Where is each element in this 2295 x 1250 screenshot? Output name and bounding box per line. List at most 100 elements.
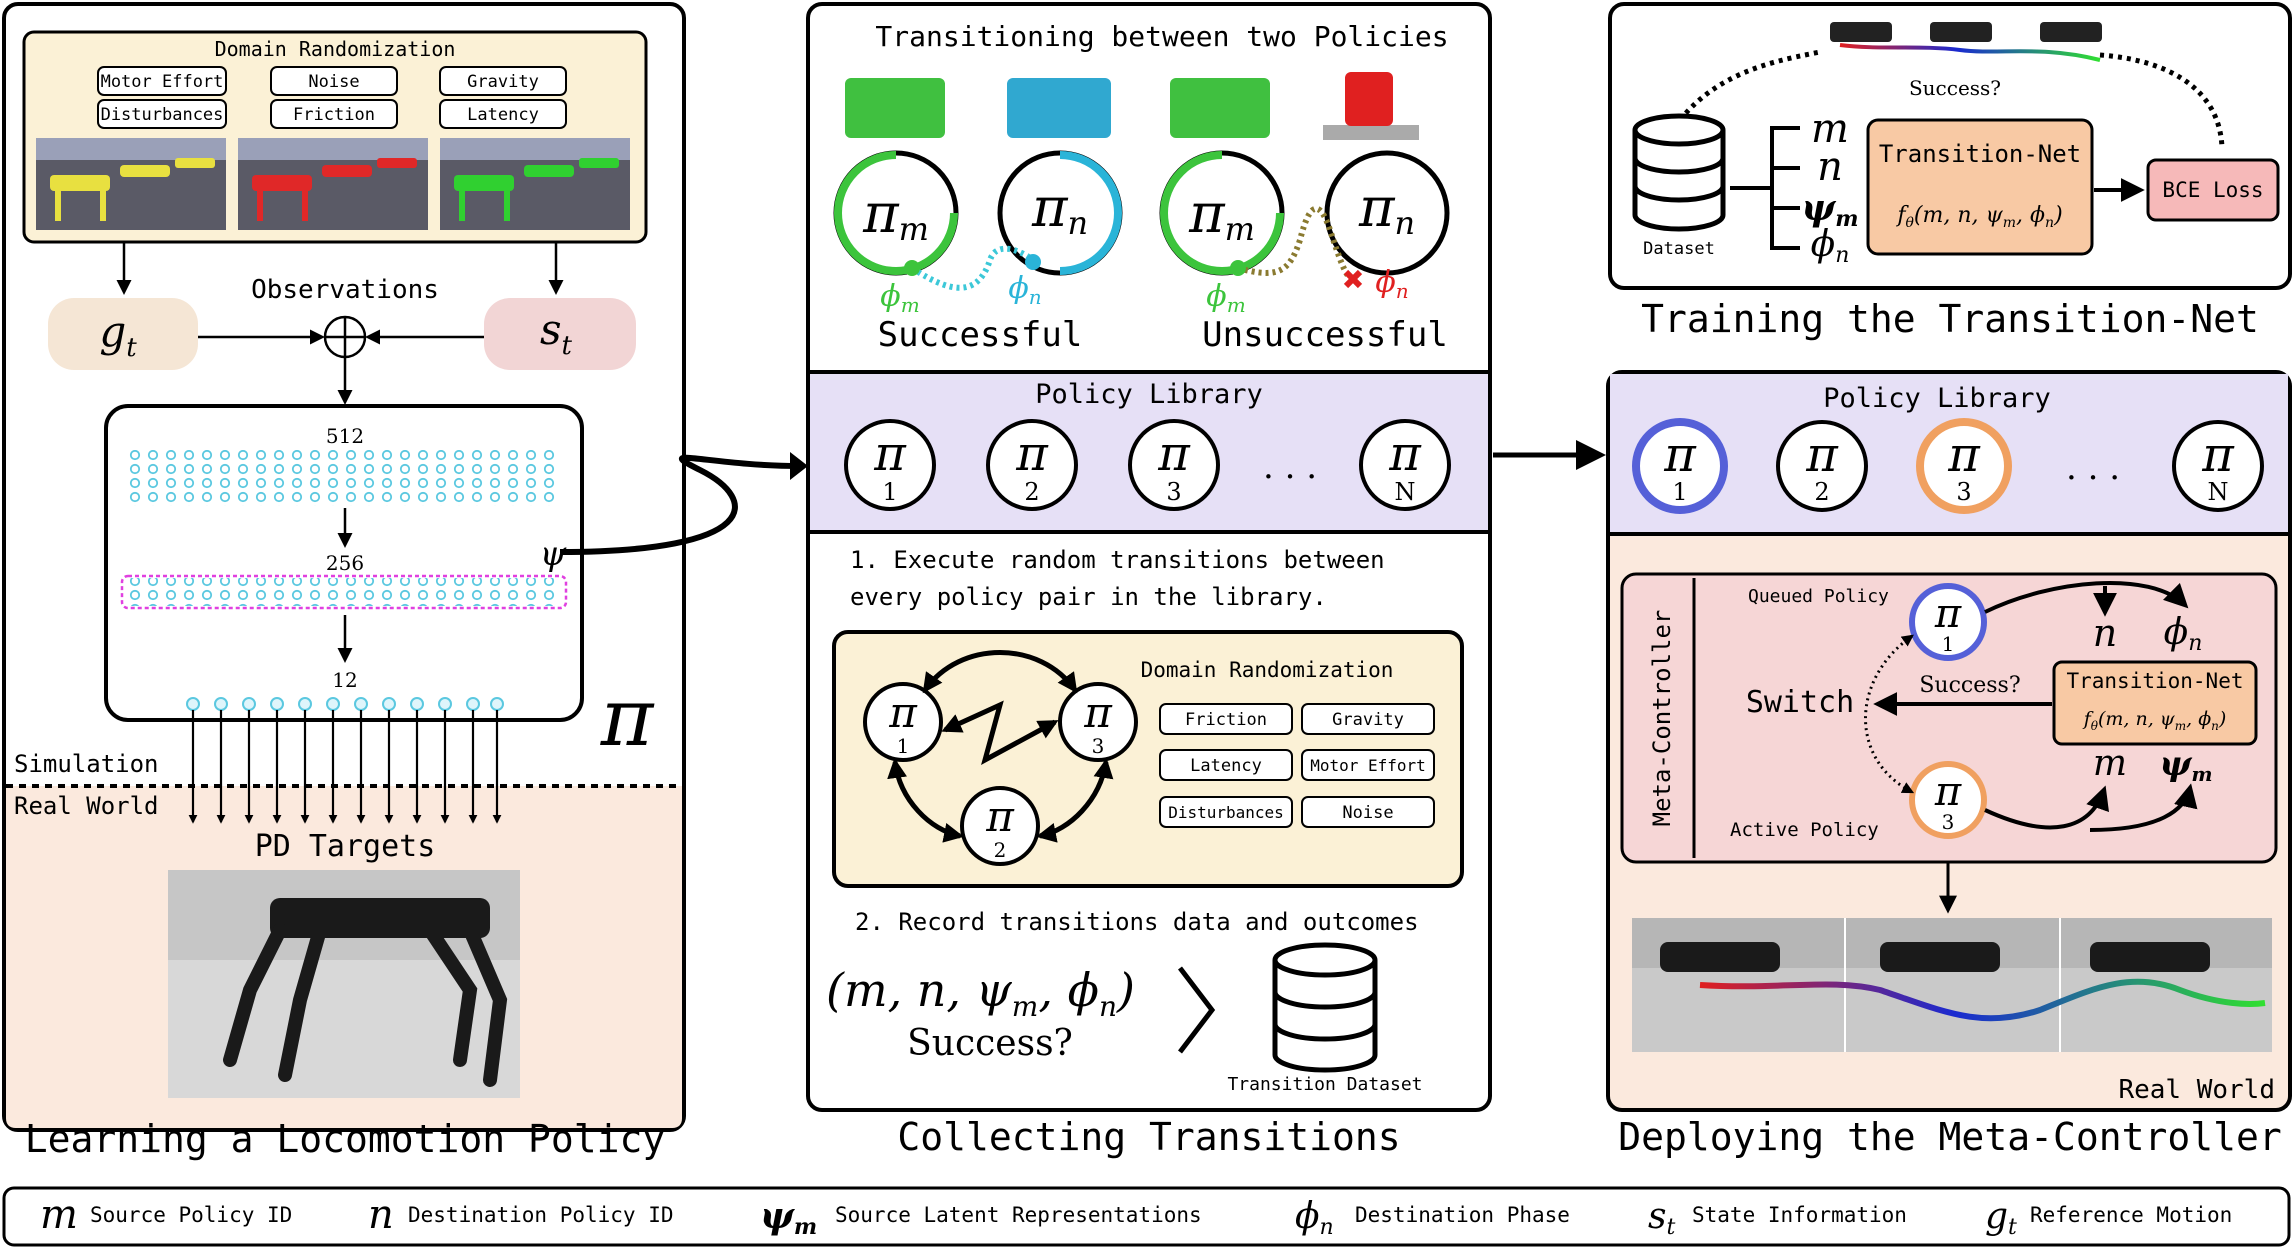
unsuccessful-label: Unsuccessful — [1202, 315, 1448, 355]
success-question: Success? — [907, 1023, 1073, 1064]
red-robots — [252, 158, 417, 221]
svg-text:π: π — [2201, 427, 2235, 483]
transitions-title: Transitioning between two Policies — [875, 20, 1448, 53]
robot-icons — [845, 72, 1419, 140]
bce-loss-label: BCE Loss — [2162, 178, 2263, 202]
cycle-dr-tag: Motor Effort — [1310, 756, 1426, 775]
deploy-lib-idx: N — [2208, 478, 2229, 506]
deploy-lib-idx: 1 — [1672, 478, 1687, 506]
cycle-dr-tag: Gravity — [1332, 710, 1404, 730]
phi-m-label: ϕm — [880, 279, 919, 317]
cycle-policies: π1 π3 π2 — [863, 682, 1138, 866]
dr-tags: Motor Effort Noise Gravity Disturbances … — [97, 66, 567, 129]
concat-icon — [323, 315, 367, 359]
step1-line2: every policy pair in the library. — [850, 583, 1327, 611]
legend-text: Destination Policy ID — [408, 1203, 674, 1227]
svg-text:π: π — [873, 426, 907, 482]
fail-transition-path — [1237, 205, 1355, 283]
svg-text:π: π — [1947, 427, 1981, 483]
dataset-to-robots-dotted — [1678, 49, 1821, 122]
deploy-lib-idx: 2 — [1814, 478, 1829, 506]
cycle-dr-tag: Noise — [1342, 803, 1393, 823]
state-info-box — [484, 298, 636, 370]
training-dataset-icon — [1632, 113, 1726, 232]
legend-text: Source Policy ID — [90, 1203, 292, 1227]
lib-idx: 2 — [1024, 478, 1039, 506]
legend-symbol: gt — [1985, 1196, 2017, 1240]
bce-loss-box — [2146, 158, 2280, 222]
cycle-dr-tag: Latency — [1190, 756, 1262, 776]
s-symbol: st — [540, 305, 573, 361]
pi-symbol: π — [600, 671, 655, 764]
queued-idx: 1 — [1942, 632, 1955, 656]
cycle-idx: 2 — [994, 838, 1007, 862]
cycle-dr-tag: Friction — [1185, 710, 1267, 730]
successful-label: Successful — [878, 315, 1083, 355]
pi-n-label-fail: πn — [1358, 176, 1415, 242]
pi-n-circle-fail — [1324, 150, 1450, 276]
training-success-q: Success? — [1909, 76, 2001, 100]
input-m: m — [1811, 106, 1849, 152]
deploy-net-title: Transition-Net — [2066, 669, 2243, 693]
active-policy-circle — [1909, 761, 1987, 839]
library-policies: π1 π2 π3 πN . . . — [844, 419, 1451, 511]
output-neurons — [186, 697, 504, 711]
layer-256-label: 256 — [326, 551, 364, 575]
simulation-label: Simulation — [14, 750, 159, 778]
lib-idx: N — [1395, 478, 1416, 506]
deploy-lib-idx: 3 — [1956, 478, 1971, 506]
queued-policy-circle — [1909, 583, 1987, 661]
simulation-images — [36, 138, 630, 230]
legend-text: State Information — [1692, 1203, 1907, 1227]
phi-n-label-fail: ϕn — [1375, 265, 1408, 303]
output-arrows — [188, 710, 502, 824]
caption-deploying: Deploying the Meta-Controller — [1618, 1115, 2281, 1159]
svg-text:π: π — [1157, 426, 1191, 482]
caption-transitions: Collecting Transitions — [897, 1115, 1400, 1159]
cycle-idx: 3 — [1092, 734, 1105, 758]
legend-symbol: n — [368, 1192, 394, 1238]
phi-m-label-fail: ϕm — [1206, 279, 1245, 317]
dr-tag: Motor Effort — [101, 72, 224, 92]
out-m: m — [2093, 743, 2127, 784]
step1-line1: 1. Execute random transitions between — [850, 546, 1385, 574]
lib-idx: 1 — [882, 478, 897, 506]
svg-text:π: π — [1388, 426, 1422, 482]
input-psi: ψm — [1801, 187, 1858, 232]
deploy-library-policies: π1 π2 π3 πN . . . — [1632, 418, 2264, 514]
robots-to-loss-dotted — [2099, 52, 2225, 149]
fail-x-icon — [1343, 269, 1363, 289]
real-world-label: Real World — [14, 792, 159, 820]
transition-dataset-icon — [1272, 942, 1378, 1073]
layer-512-label: 512 — [326, 424, 364, 448]
queued-output-arrow — [1984, 581, 2189, 614]
transition-net-formula: fθ(m, n, ψm, ϕn) — [1895, 203, 2062, 231]
cycle-idx: 1 — [897, 734, 910, 758]
active-output-arrow-psi — [2089, 783, 2198, 832]
legend: m Source Policy ID n Destination Policy … — [2, 1186, 2291, 1247]
dr-title: Domain Randomization — [215, 37, 456, 61]
queued-policy-label: Queued Policy — [1748, 586, 1889, 607]
dr-tag: Disturbances — [101, 105, 224, 125]
transition-net-title: Transition-Net — [1879, 140, 2081, 168]
dr-tag: Latency — [467, 105, 539, 125]
svg-text:π: π — [985, 792, 1015, 841]
layer-12-label: 12 — [332, 668, 357, 692]
transition-net-box — [1866, 118, 2094, 256]
deploy-net-formula: fθ(m, n, ψm, ϕn) — [2082, 708, 2227, 733]
out-phi: ϕn — [2164, 612, 2203, 656]
active-policy-label: Active Policy — [1730, 819, 1879, 841]
dr-tag: Friction — [293, 105, 375, 125]
meta-controller-label: Meta-Controller — [1648, 610, 1676, 827]
svg-text:π: π — [1015, 426, 1049, 482]
svg-text:π: π — [1934, 591, 1962, 637]
deploy-transition-net-box — [2052, 660, 2258, 746]
deploy-real-world-label: Real World — [2118, 1075, 2275, 1105]
caption-locomotion: Learning a Locomotion Policy — [25, 1117, 666, 1161]
out-psi: ψm — [2159, 744, 2212, 786]
active-output-arrow-m — [1984, 785, 2109, 830]
transition-tuple: (m, n, ψm, ϕn) — [826, 963, 1135, 1023]
green-robots — [454, 158, 619, 221]
deploy-ellipsis: . . . — [2066, 448, 2120, 488]
training-robots — [1830, 22, 2102, 62]
